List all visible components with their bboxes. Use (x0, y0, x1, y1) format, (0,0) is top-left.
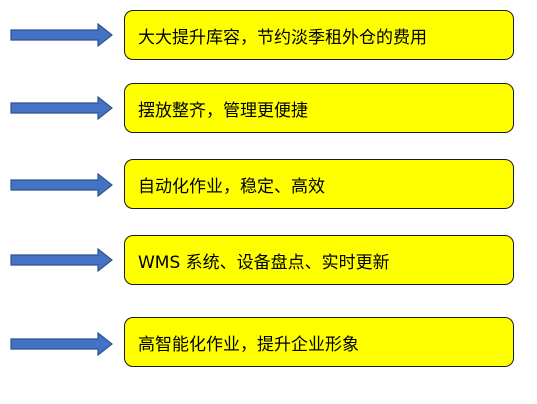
benefit-label-1: 大大提升库容，节约淡季租外仓的费用 (138, 27, 427, 48)
benefit-row-4: WMS 系统、设备盘点、实时更新 (0, 231, 537, 289)
benefit-box-5: 高智能化作业，提升企业形象 (124, 317, 514, 367)
right-arrow-icon (10, 96, 113, 120)
benefit-row-5: 高智能化作业，提升企业形象 (0, 314, 537, 372)
benefit-label-2: 摆放整齐，管理更便捷 (138, 100, 308, 121)
benefit-row-3: 自动化作业，稳定、高效 (0, 155, 537, 213)
right-arrow-icon (10, 173, 113, 197)
benefit-box-2: 摆放整齐，管理更便捷 (124, 83, 514, 133)
right-arrow-icon (10, 23, 113, 47)
benefit-row-1: 大大提升库容，节约淡季租外仓的费用 (0, 6, 537, 64)
benefit-box-3: 自动化作业，稳定、高效 (124, 159, 514, 209)
benefit-label-5: 高智能化作业，提升企业形象 (138, 334, 359, 355)
benefit-box-1: 大大提升库容，节约淡季租外仓的费用 (124, 10, 514, 60)
benefit-label-4: WMS 系统、设备盘点、实时更新 (138, 252, 390, 273)
right-arrow-icon (10, 248, 113, 272)
benefit-row-2: 摆放整齐，管理更便捷 (0, 80, 537, 138)
benefit-label-3: 自动化作业，稳定、高效 (138, 176, 325, 197)
benefit-box-4: WMS 系统、设备盘点、实时更新 (124, 235, 514, 285)
right-arrow-icon (10, 332, 113, 356)
